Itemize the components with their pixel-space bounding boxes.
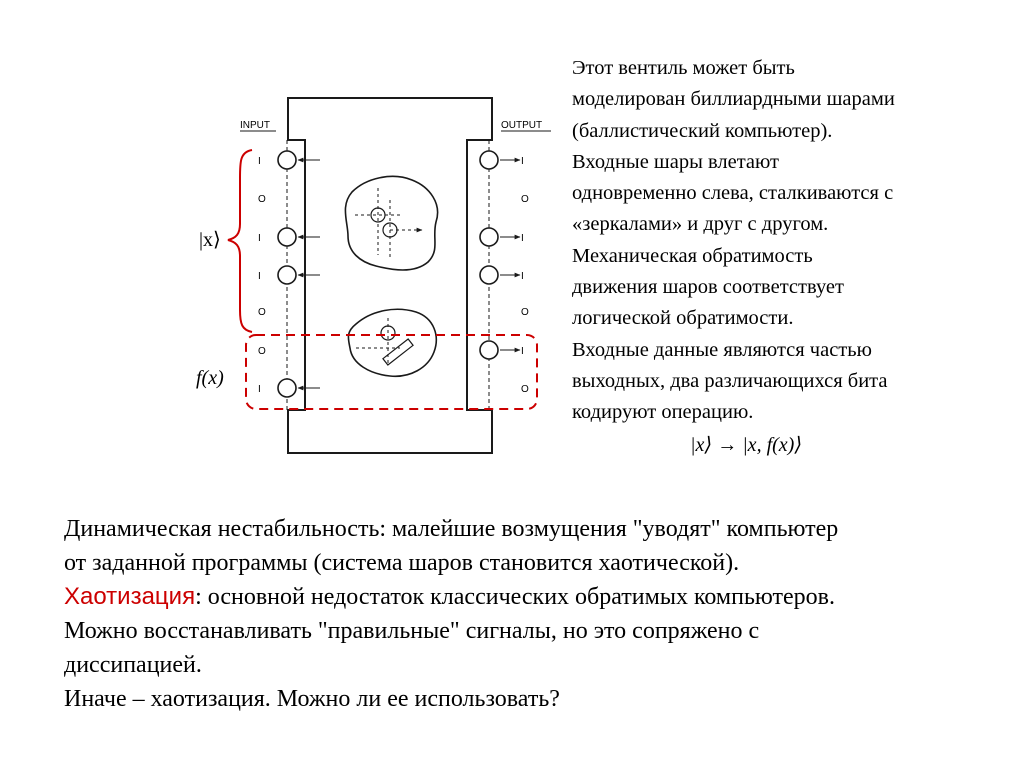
formula-rhs: |x, f(x)⟩: [742, 434, 803, 456]
svg-text:I: I: [521, 346, 524, 357]
svg-text:I: I: [258, 271, 261, 282]
desc-line: «зеркалами» и друг с другом.: [572, 213, 829, 236]
formula-lhs: |x⟩: [690, 434, 713, 456]
input-ball: [277, 265, 297, 285]
svg-text:I: I: [258, 233, 261, 244]
gate-description: Этот вентиль может быть моделирован билл…: [572, 53, 1012, 429]
input-ball: [277, 150, 297, 170]
bottom-line: от заданной программы (система шаров ста…: [64, 550, 740, 576]
upper-mirror-blob: [344, 175, 439, 271]
input-label: INPUT: [240, 120, 270, 131]
svg-text:O: O: [258, 307, 266, 318]
desc-line: выходных, два различающихся бита: [572, 369, 888, 392]
bottom-line-rest: : основной недостаток классических обрат…: [195, 584, 835, 610]
input-balls: [277, 150, 320, 398]
chaos-term: Хаотизация: [64, 583, 196, 610]
bottom-line: Можно восстанавливать "правильные" сигна…: [64, 618, 760, 644]
bottom-line: диссипацией.: [64, 652, 202, 678]
svg-text:I: I: [258, 384, 261, 395]
desc-line: кодируют операцию.: [572, 401, 754, 424]
svg-text:I: I: [258, 156, 261, 167]
desc-line: Этот вентиль может быть: [572, 57, 795, 79]
svg-text:I: I: [521, 233, 524, 244]
output-balls: [479, 150, 521, 360]
output-highlight-box: [245, 334, 538, 410]
svg-text:O: O: [521, 194, 529, 205]
input-bits: I O I I O O I: [258, 156, 266, 395]
output-ball: [479, 150, 499, 170]
svg-text:I: I: [521, 271, 524, 282]
output-ball: [479, 227, 499, 247]
lower-mirror-blob: [347, 308, 438, 377]
desc-line: (баллистический компьютер).: [572, 119, 833, 142]
ket-x-brace: [227, 149, 253, 333]
input-ball: [277, 378, 297, 398]
svg-text:O: O: [258, 346, 266, 357]
svg-text:I: I: [521, 156, 524, 167]
bottom-line: Хаотизация: основной недостаток классиче…: [64, 580, 1014, 614]
output-ball: [479, 265, 499, 285]
desc-line: Входные данные являются частью: [572, 338, 872, 361]
output-bits: I O I I O I O: [521, 156, 529, 395]
bottom-text: Динамическая нестабильность: малейшие во…: [64, 512, 1014, 716]
mapping-formula: |x⟩ → |x, f(x)⟩: [690, 432, 802, 457]
desc-line: Механическая обратимость: [572, 244, 813, 267]
svg-text:O: O: [258, 194, 266, 205]
f-x-label: f(x): [196, 367, 224, 389]
ket-x-label: |x⟩: [199, 229, 221, 251]
svg-text:O: O: [521, 307, 529, 318]
input-ball: [277, 227, 297, 247]
svg-text:O: O: [521, 384, 529, 395]
bottom-line: Динамическая нестабильность: малейшие во…: [64, 516, 839, 542]
output-ball: [479, 340, 499, 360]
formula-arrow: →: [717, 434, 738, 456]
desc-line: Входные шары влетают: [572, 150, 780, 173]
desc-line: движения шаров соответствует: [572, 276, 844, 299]
gate-frame: [287, 97, 493, 454]
bottom-line: Иначе – хаотизация. Можно ли ее использо…: [64, 686, 560, 712]
desc-line: логической обратимости.: [572, 307, 794, 330]
desc-line: одновременно слева, сталкиваются с: [572, 182, 894, 205]
output-label: OUTPUT: [501, 120, 542, 131]
desc-line: моделирован биллиардными шарами: [572, 88, 895, 111]
